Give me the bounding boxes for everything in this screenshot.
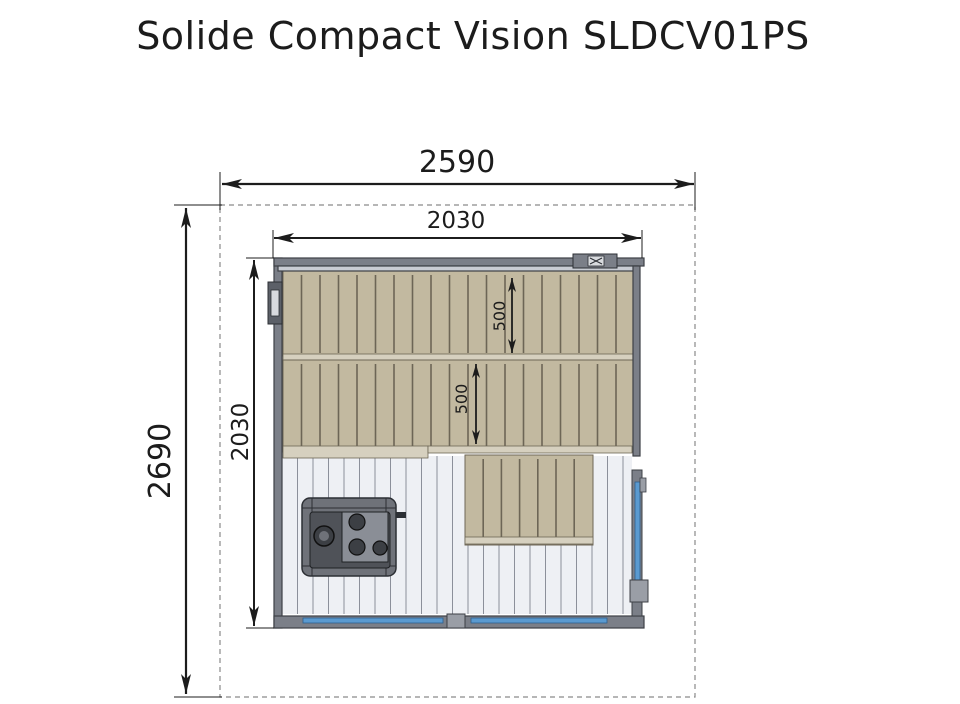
outer-width-label: 2590: [419, 145, 495, 180]
dim-inner-depth: 2030: [228, 257, 274, 629]
dim-outer-depth: 2690: [143, 204, 222, 698]
dim-lower-bench: 500: [452, 364, 480, 444]
dim-upper-bench: 500: [490, 278, 516, 353]
dim-outer-width: 2590: [219, 145, 696, 210]
inner-depth-label: 2030: [228, 403, 254, 462]
outer-boundary: [219, 204, 696, 698]
lower-bench-depth-label: 500: [452, 384, 471, 415]
dim-inner-width: 2030: [272, 208, 643, 258]
upper-bench-depth-label: 500: [490, 301, 509, 332]
upper-bench: [282, 270, 634, 361]
outer-depth-label: 2690: [143, 423, 178, 499]
front-glass: [302, 613, 608, 629]
vent-icon: [572, 253, 618, 269]
side-glass-door: [629, 469, 649, 617]
page-title: Solide Compact Vision SLDCV01PS: [136, 14, 810, 58]
lower-bench: [282, 359, 634, 459]
control-panel: [267, 281, 283, 325]
door-handle-icon: [629, 579, 649, 603]
sauna-heater-icon: [301, 497, 406, 577]
inner-width-label: 2030: [427, 208, 486, 234]
step-bench: [464, 454, 594, 546]
